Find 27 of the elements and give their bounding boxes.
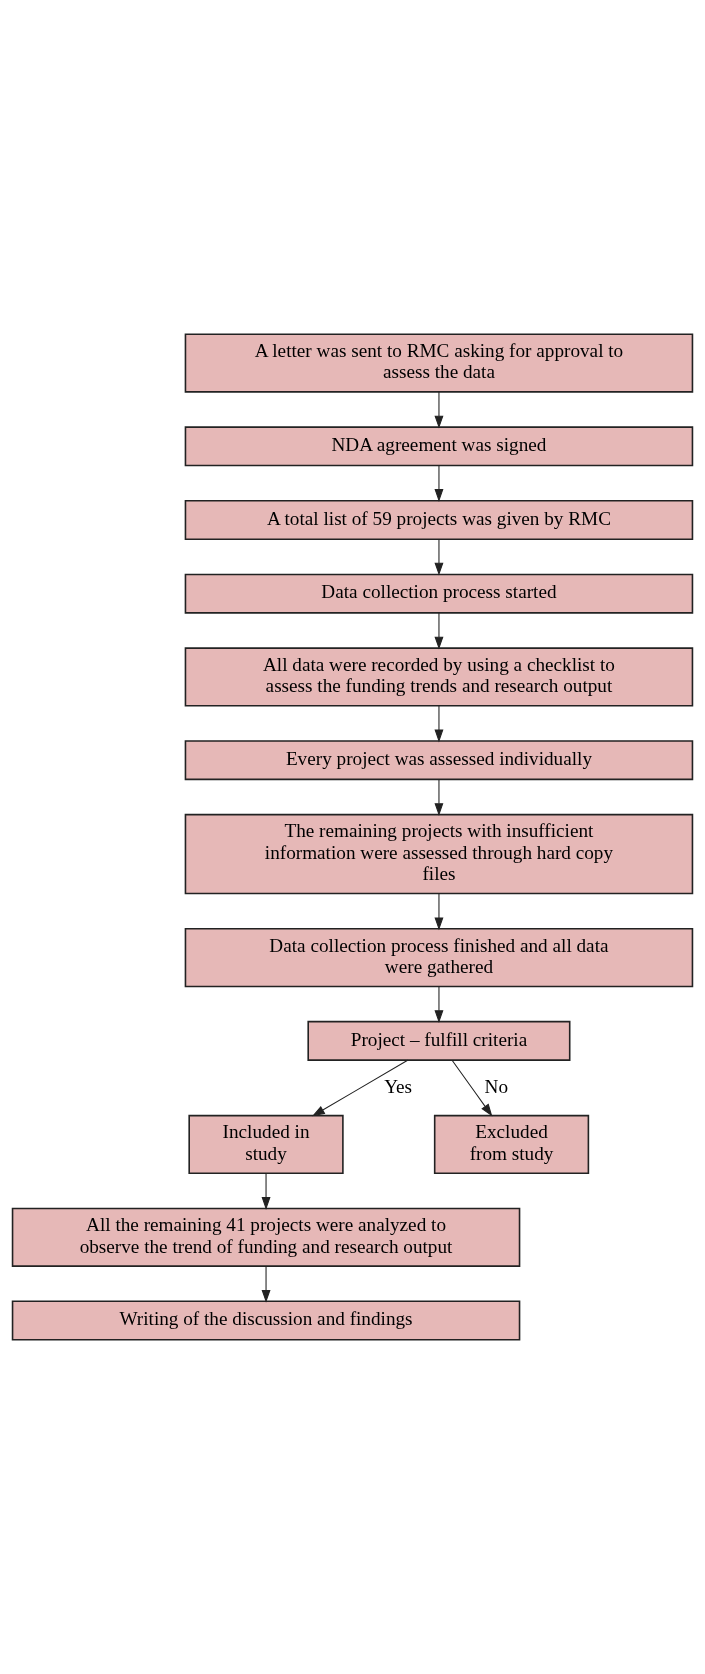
node-box: The remaining projects with insufficient information were assessed through hard copy files [184, 813, 694, 895]
node-box: All data were recorded by using a checklist to assess the funding trends and research output [184, 647, 694, 707]
node-box: NDA agreement was signed [184, 426, 694, 467]
node-box: Data collection process finished and all data were gathered [184, 928, 694, 988]
node-box: A letter was sent to RMC asking for approval to assess the data [184, 333, 694, 393]
arrow [434, 465, 444, 502]
arrow [434, 986, 444, 1024]
arrow [451, 1060, 493, 1117]
arrow [434, 705, 444, 743]
node-box: Data collection process started [184, 573, 694, 614]
node-box: Writing of the discussion and findings [11, 1300, 521, 1341]
node-box: Every project was assessed individually [184, 740, 694, 781]
edge-label: No [484, 1075, 509, 1097]
arrow [434, 893, 444, 931]
arrow [312, 1059, 409, 1117]
node-box: Included in study [188, 1114, 344, 1174]
arrow [261, 1173, 271, 1210]
arrow [434, 391, 444, 429]
edge-label: Yes [384, 1075, 413, 1097]
node-box: All the remaining 41 projects were analyzed to observe the trend of funding and research output [11, 1207, 521, 1267]
node-box: Excluded from study [433, 1114, 590, 1174]
node-box: A total list of 59 projects was given by RMC [184, 499, 694, 540]
arrow [434, 779, 444, 816]
arrow [434, 538, 444, 576]
node-box: Project – fulfill criteria [307, 1020, 571, 1061]
arrow [434, 612, 444, 650]
arrow [261, 1265, 271, 1303]
